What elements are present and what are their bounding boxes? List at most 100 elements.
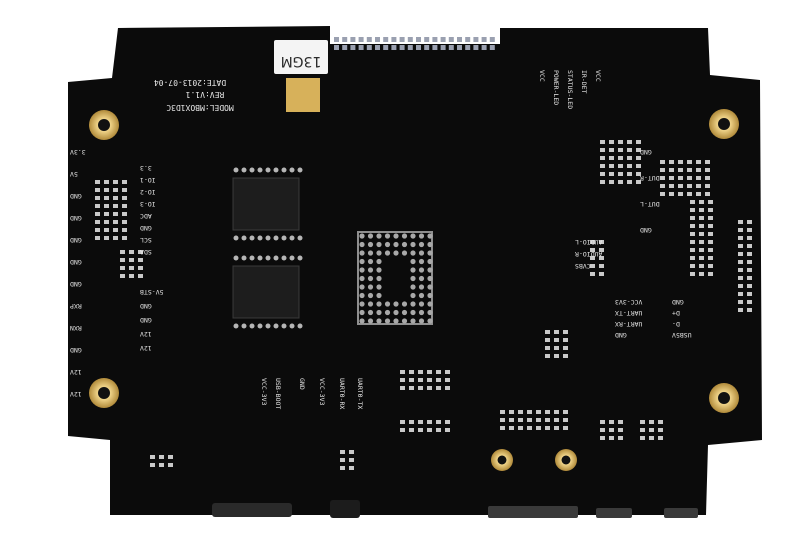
silk-label: GND bbox=[70, 214, 82, 222]
silk-label: GND bbox=[140, 316, 152, 324]
bga-ball bbox=[427, 301, 433, 307]
smd-pad bbox=[678, 184, 683, 188]
smd-pad bbox=[627, 140, 632, 144]
bga-ball bbox=[359, 275, 365, 282]
smd-pad bbox=[678, 176, 683, 180]
smd-pad bbox=[738, 276, 743, 280]
smd-pad bbox=[436, 420, 441, 424]
smd-pad bbox=[518, 426, 523, 430]
mount-hole-bottom-right bbox=[709, 383, 739, 413]
chip-pad bbox=[257, 235, 263, 241]
smd-pad bbox=[690, 216, 695, 220]
smd-pad bbox=[708, 264, 713, 268]
smd-pad bbox=[658, 428, 663, 432]
smd-components bbox=[95, 140, 752, 470]
smd-pad bbox=[159, 455, 164, 459]
smd-pad bbox=[138, 266, 143, 270]
bga-ball bbox=[359, 267, 365, 273]
smd-pad bbox=[618, 148, 623, 152]
smd-pad bbox=[678, 192, 683, 196]
chip-pad bbox=[241, 255, 247, 261]
header-pad bbox=[375, 45, 380, 50]
smd-pad bbox=[563, 346, 568, 350]
smd-pad bbox=[660, 176, 665, 180]
bga-ball bbox=[376, 318, 382, 324]
smd-pad bbox=[690, 272, 695, 276]
smd-pad bbox=[600, 428, 605, 432]
smd-pad bbox=[527, 418, 532, 422]
bga-ball bbox=[427, 258, 433, 265]
smd-pad bbox=[509, 410, 514, 414]
smd-pad bbox=[600, 436, 605, 440]
smd-pad bbox=[554, 338, 559, 342]
bga-ball bbox=[418, 318, 425, 324]
chip-pad bbox=[289, 167, 295, 173]
header-pad bbox=[383, 37, 389, 42]
silk-label: GND bbox=[70, 236, 82, 244]
smd-pad bbox=[436, 386, 441, 390]
header-pad bbox=[358, 45, 364, 50]
bga-ball bbox=[393, 318, 399, 324]
smd-pad bbox=[418, 378, 423, 382]
header-pad bbox=[399, 37, 405, 42]
smd-pad bbox=[409, 428, 414, 432]
smd-pad bbox=[427, 420, 432, 424]
chip-pad bbox=[289, 235, 295, 241]
bga-ball bbox=[401, 301, 408, 307]
bga-ball bbox=[418, 250, 425, 256]
smd-pad bbox=[400, 428, 405, 432]
bga-ball bbox=[410, 292, 416, 299]
smd-pad bbox=[636, 180, 641, 184]
bga-ball bbox=[427, 309, 433, 316]
silk-label: RXP bbox=[70, 302, 82, 310]
header-pad bbox=[448, 37, 454, 42]
smd-pad bbox=[609, 180, 614, 184]
smd-pad bbox=[445, 386, 450, 390]
smd-pad bbox=[705, 168, 710, 172]
smd-pad bbox=[427, 378, 432, 382]
smd-pad bbox=[418, 428, 423, 432]
smd-pad bbox=[104, 196, 109, 200]
smd-pad bbox=[563, 410, 568, 414]
bga-ball bbox=[376, 309, 382, 316]
hdmi-connector bbox=[212, 503, 292, 517]
smd-pad bbox=[445, 370, 450, 374]
bga-ball bbox=[410, 233, 416, 239]
silk-label: UART-RX bbox=[615, 320, 642, 328]
bga-ball bbox=[376, 267, 382, 273]
smd-pad bbox=[113, 236, 118, 240]
smd-pad bbox=[95, 180, 100, 184]
chip-pad bbox=[273, 323, 279, 329]
silk-label: VCC-3V3 bbox=[615, 298, 642, 306]
bga-ball bbox=[367, 301, 374, 307]
smd-pad bbox=[699, 216, 704, 220]
silk-label: GND bbox=[298, 378, 306, 390]
chip-pad bbox=[265, 235, 271, 241]
bga-ball bbox=[393, 233, 399, 239]
bga-ball bbox=[359, 258, 365, 265]
silk-label: IR-DET bbox=[580, 70, 588, 94]
smd-pad bbox=[699, 224, 704, 228]
smd-pad bbox=[554, 330, 559, 334]
smd-pad bbox=[527, 410, 532, 414]
smd-pad bbox=[705, 160, 710, 164]
smd-pad bbox=[95, 228, 100, 232]
smd-pad bbox=[349, 458, 354, 462]
chip-pad bbox=[297, 235, 303, 241]
chip-pad bbox=[233, 255, 239, 261]
smd-pad bbox=[618, 180, 623, 184]
silk-label: 3.3 bbox=[140, 164, 152, 172]
smd-pad bbox=[104, 228, 109, 232]
smd-pad bbox=[445, 428, 450, 432]
smd-pad bbox=[554, 410, 559, 414]
smd-pad bbox=[168, 455, 173, 459]
bga-ball bbox=[367, 318, 374, 324]
chip-pad bbox=[265, 255, 271, 261]
bga-ball bbox=[393, 250, 399, 256]
silk-label: DUT-L bbox=[640, 200, 660, 208]
header-pad bbox=[399, 45, 405, 50]
smd-pad bbox=[400, 420, 405, 424]
bga-ball bbox=[418, 267, 425, 273]
smd-pad bbox=[690, 200, 695, 204]
